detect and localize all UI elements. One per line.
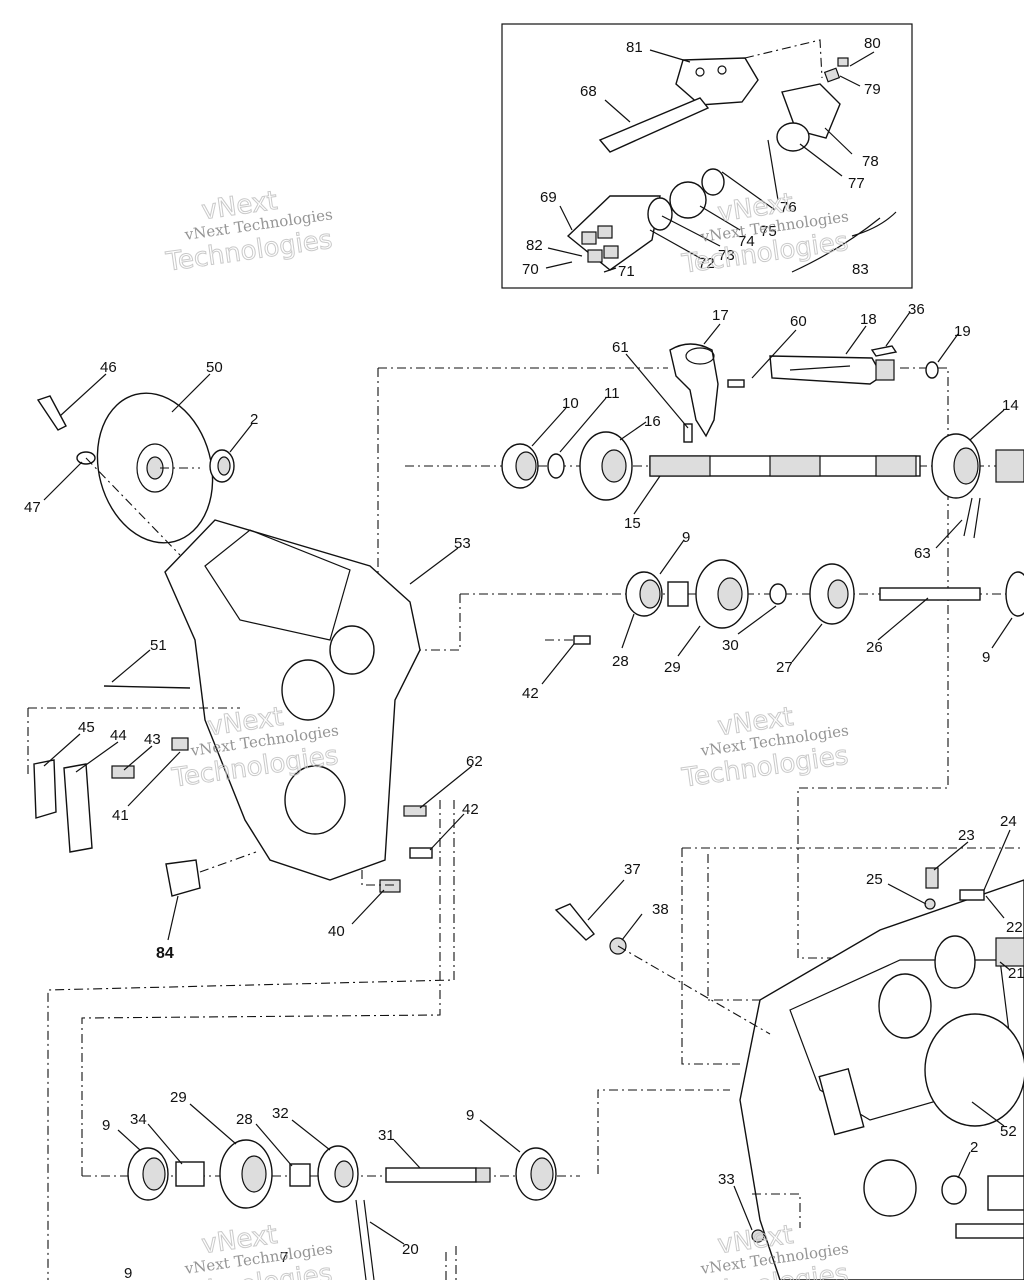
detail-inset	[501, 23, 913, 289]
callout-28-lower: 28	[236, 1111, 253, 1128]
callout-76: 76	[780, 199, 797, 216]
callout-40: 40	[328, 923, 345, 940]
callout-31: 31	[378, 1127, 395, 1144]
lower-shaft-assembly	[82, 1139, 580, 1280]
callout-29-lower: 29	[170, 1089, 187, 1106]
callout-42-lower: 42	[462, 801, 479, 818]
callout-63: 63	[914, 545, 931, 562]
upper-shaft-assembly	[377, 343, 1024, 959]
watermark-1: vNext vNext Technologies Technologies	[163, 185, 335, 278]
callout-33: 33	[718, 1171, 735, 1188]
callout-61: 61	[612, 339, 629, 356]
callout-69: 69	[540, 189, 557, 206]
callout-2-case: 2	[970, 1139, 978, 1156]
callout-27: 27	[776, 659, 793, 676]
callout-60: 60	[790, 313, 807, 330]
callout-51: 51	[150, 637, 167, 654]
callout-25: 25	[866, 871, 883, 888]
callout-32: 32	[272, 1105, 289, 1122]
callout-75: 75	[760, 223, 777, 240]
callout-73: 73	[718, 247, 735, 264]
leader-lines	[43, 49, 1013, 1245]
callout-9-middle-right: 9	[982, 649, 990, 666]
callout-74: 74	[738, 233, 755, 250]
callout-22: 22	[1006, 919, 1023, 936]
watermarks: vNext vNext Technologies Technologies vN…	[163, 185, 851, 1280]
callout-52: 52	[1000, 1123, 1017, 1140]
callout-62: 62	[466, 753, 483, 770]
callout-36: 36	[908, 301, 925, 318]
callout-9-bottom: 9	[124, 1265, 132, 1280]
callout-29-middle: 29	[664, 659, 681, 676]
callout-46: 46	[100, 359, 117, 376]
callout-84: 84	[156, 945, 174, 962]
callout-20: 20	[402, 1241, 419, 1258]
watermark-3: vNext vNext Technologies Technologies	[679, 701, 851, 794]
left-case-half	[27, 519, 455, 1280]
callout-45: 45	[78, 719, 95, 736]
callout-23: 23	[958, 827, 975, 844]
callout-15: 15	[624, 515, 641, 532]
callout-18: 18	[860, 311, 877, 328]
callout-82: 82	[526, 237, 543, 254]
callout-labels: 81 80 79 68 78 77 76 69 75 74 73 72 82 7…	[24, 35, 1024, 1280]
callout-70: 70	[522, 261, 539, 278]
callout-44: 44	[110, 727, 127, 744]
callout-41: 41	[112, 807, 129, 824]
callout-83: 83	[852, 261, 869, 278]
callout-16: 16	[644, 413, 661, 430]
callout-26: 26	[866, 639, 883, 656]
callout-9-lower-left: 9	[102, 1117, 110, 1134]
drive-cover	[36, 392, 235, 556]
callout-17: 17	[712, 307, 729, 324]
callout-38: 38	[652, 901, 669, 918]
callout-19: 19	[954, 323, 971, 340]
callout-53: 53	[454, 535, 471, 552]
callout-2-cover: 2	[250, 411, 258, 428]
callout-80: 80	[864, 35, 881, 52]
callout-50: 50	[206, 359, 223, 376]
callout-10: 10	[562, 395, 579, 412]
callout-42-upper: 42	[522, 685, 539, 702]
watermark-4: vNext vNext Technologies Technologies	[169, 701, 341, 794]
callout-9-middle-left: 9	[682, 529, 690, 546]
callout-81: 81	[626, 39, 643, 56]
watermark-5: vNext vNext Technologies Technologies	[163, 1219, 335, 1280]
callout-7: 7	[280, 1249, 288, 1266]
callout-77: 77	[848, 175, 865, 192]
callout-78: 78	[862, 153, 879, 170]
callout-30: 30	[722, 637, 739, 654]
callout-43: 43	[144, 731, 161, 748]
callout-28-middle: 28	[612, 653, 629, 670]
callout-24: 24	[1000, 813, 1017, 830]
callout-14: 14	[1002, 397, 1019, 414]
callout-11: 11	[604, 385, 620, 402]
right-case-half	[554, 847, 1024, 1280]
callout-37: 37	[624, 861, 641, 878]
callout-34: 34	[130, 1111, 147, 1128]
callout-72: 72	[698, 255, 715, 272]
callout-79: 79	[864, 81, 881, 98]
callout-71: 71	[618, 263, 635, 280]
callout-68: 68	[580, 83, 597, 100]
callout-47: 47	[24, 499, 41, 516]
callout-21: 21	[1008, 965, 1024, 982]
callout-9-lower-right: 9	[466, 1107, 474, 1124]
